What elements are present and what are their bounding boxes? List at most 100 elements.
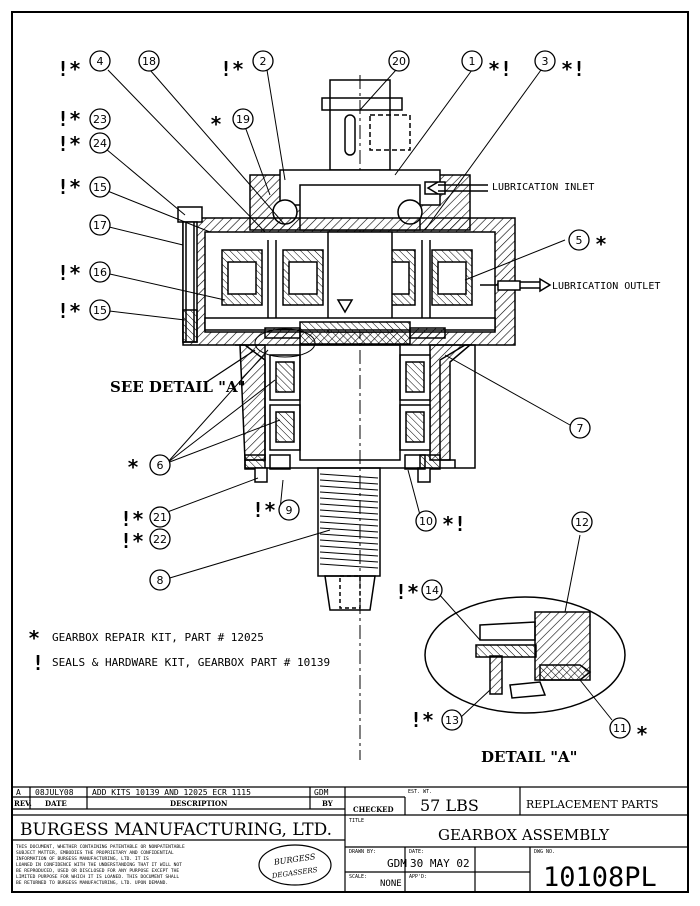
confidential-line: SUBJECT MATTER, EMBODIES THE PROPRIETARY… xyxy=(16,850,174,856)
confidential-line: LIMITED PURPOSE FOR WHICH IT IS LOANED. … xyxy=(16,874,179,880)
drawing-title: GEARBOX ASSEMBLY xyxy=(438,826,610,844)
kit-marker: *! xyxy=(561,57,585,81)
balloon-number: 11 xyxy=(613,722,627,735)
dwg-no-value: 10108PL xyxy=(543,862,657,893)
confidential-line: INFORMATION OF BURGESS MANUFACTURING, LT… xyxy=(16,856,149,862)
title-block xyxy=(12,786,688,892)
balloon-15-bottom: !* 15 xyxy=(57,299,111,323)
balloon-13: !* 13 xyxy=(410,708,463,732)
kit-marker: !* xyxy=(120,507,144,531)
lubrication-inlet-arrow xyxy=(426,181,488,195)
balloon-11: 11 * xyxy=(609,717,648,746)
drawn-by-label: DRAWN BY: xyxy=(349,849,376,855)
balloon-21: !* 21 xyxy=(120,506,171,531)
header-date: DATE xyxy=(45,799,67,808)
rev-date: 08JULY08 xyxy=(35,788,74,797)
kit-marker: !* xyxy=(57,107,81,131)
scale-value: NONE xyxy=(380,879,402,889)
rev-by: GDM xyxy=(314,788,329,797)
legend-symbol-seals-kit: ! xyxy=(32,651,44,675)
see-detail-label: SEE DETAIL "A" xyxy=(110,378,245,396)
scale-label: SCALE: xyxy=(349,874,367,880)
legend-text-repair-kit: GEARBOX REPAIR KIT, PART # 12025 xyxy=(52,631,264,644)
logo-top-text: BURGESS xyxy=(272,852,316,867)
legend-symbol-repair-kit: * xyxy=(28,626,40,650)
appd-label: APP'D: xyxy=(409,874,427,880)
balloon-8: 8 xyxy=(149,569,171,591)
balloon-number: 2 xyxy=(260,55,267,68)
header-checked: CHECKED xyxy=(353,805,394,814)
balloon-23: !* 23 xyxy=(57,107,111,131)
kit-marker: !* xyxy=(220,57,244,81)
detail-a-title: DETAIL "A" xyxy=(481,748,577,766)
balloon-15-top: !* 15 xyxy=(57,175,111,199)
drawn-by-value: GDM xyxy=(387,857,407,870)
gearbox-section-drawing xyxy=(177,75,521,760)
header-by: BY xyxy=(322,799,334,808)
balloon-number: 10 xyxy=(419,515,433,528)
burgess-logo: BURGESS DEGASSERS xyxy=(258,844,332,886)
balloon-number: 20 xyxy=(392,55,406,68)
detail-a-drawing xyxy=(424,596,626,714)
confidential-line: BE RETURNED TO BURGESS MANUFACTURING, LT… xyxy=(16,880,168,886)
balloon-9: !* 9 xyxy=(252,498,300,522)
date-label: DATE: xyxy=(409,849,424,855)
kit-marker: !* xyxy=(410,708,434,732)
kit-marker: * xyxy=(595,232,607,256)
lubrication-inlet-label: LUBRICATION INLET xyxy=(492,182,594,193)
balloon-2: !* 2 xyxy=(220,50,274,81)
balloon-number: 5 xyxy=(576,234,583,247)
kit-marker: !* xyxy=(57,299,81,323)
balloon-number: 23 xyxy=(93,113,107,126)
kit-marker: * xyxy=(210,112,222,136)
confidential-line: BE REPRODUCED, USED OR DISCLOSED FOR ANY… xyxy=(16,868,179,874)
kit-marker: * xyxy=(636,722,648,746)
balloon-3: 3 *! xyxy=(534,50,585,81)
kit-marker: !* xyxy=(395,580,419,604)
balloon-number: 21 xyxy=(153,511,167,524)
kit-marker: !* xyxy=(57,175,81,199)
kit-marker: !* xyxy=(57,261,81,285)
logo-bottom-text: DEGASSERS xyxy=(270,866,318,880)
balloon-number: 14 xyxy=(425,584,439,597)
confidential-line: LOANED IN CONFIDENCE WITH THE UNDERSTAND… xyxy=(16,862,182,868)
balloon-19: * 19 xyxy=(210,108,254,136)
kit-marker: !* xyxy=(57,57,81,81)
balloon-number: 18 xyxy=(142,55,156,68)
balloon-number: 12 xyxy=(575,516,589,529)
header-description: DESCRIPTION xyxy=(170,799,228,808)
legend-text-seals-kit: SEALS & HARDWARE KIT, GEARBOX PART # 101… xyxy=(52,656,330,669)
kit-marker: *! xyxy=(442,512,466,536)
balloon-7: 7 xyxy=(569,417,591,439)
balloon-number: 17 xyxy=(93,219,107,232)
balloon-number: 7 xyxy=(577,422,584,435)
balloon-5: 5 * xyxy=(568,229,607,256)
leader-lines xyxy=(99,69,613,721)
balloon-number: 19 xyxy=(236,113,250,126)
balloon-14: !* 14 xyxy=(395,579,443,604)
confidential-line: THIS DOCUMENT, WHETHER CONTAINING PATENT… xyxy=(16,844,185,850)
sheet-border xyxy=(11,11,689,893)
balloon-number: 22 xyxy=(153,533,167,546)
kit-marker: !* xyxy=(57,132,81,156)
est-wt-value: 57 LBS xyxy=(420,796,479,815)
dwg-no-label: DWG NO. xyxy=(534,849,555,855)
lubrication-outlet-label: LUBRICATION OUTLET xyxy=(552,281,660,292)
balloon-18: 18 xyxy=(138,50,160,72)
balloon-number: 9 xyxy=(286,504,293,517)
balloon-1: 1 *! xyxy=(461,50,512,81)
balloon-number: 8 xyxy=(157,574,164,587)
balloon-17: 17 xyxy=(89,214,111,236)
balloon-4: !* 4 xyxy=(57,50,111,81)
balloon-20: 20 xyxy=(388,50,410,72)
est-wt-label: EST. WT. xyxy=(408,789,432,795)
balloon-24: !* 24 xyxy=(57,132,111,156)
balloon-10: 10 *! xyxy=(415,510,466,536)
balloon-number: 13 xyxy=(445,714,459,727)
title-label: TITLE xyxy=(349,818,364,824)
balloon-number: 6 xyxy=(157,459,164,472)
kit-marker: !* xyxy=(252,498,276,522)
doc-type: REPLACEMENT PARTS xyxy=(526,798,658,811)
balloon-number: 1 xyxy=(469,55,476,68)
